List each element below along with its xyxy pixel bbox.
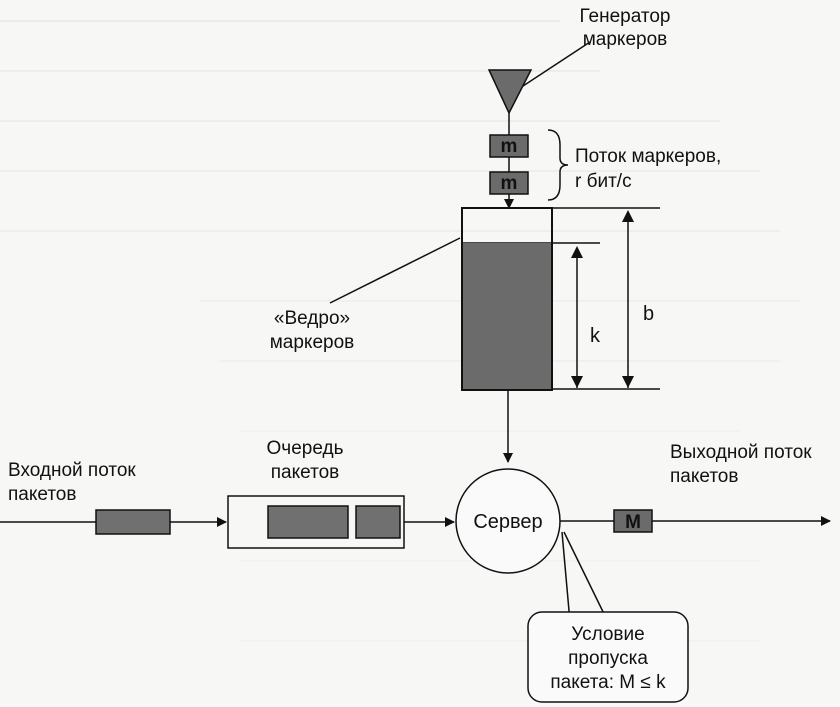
queue-label-line2: пакетов: [271, 462, 339, 483]
b-arrow-up: [622, 210, 634, 222]
input-stream-label-line1: Входной поток: [8, 460, 136, 481]
k-label: k: [590, 325, 601, 347]
queue-label-line1: Очередь: [267, 438, 344, 459]
condition-callout-box: [527, 611, 689, 703]
output-stream-label-line2: пакетов: [670, 466, 738, 487]
queued-packet: [267, 505, 349, 539]
output-packet-label: M: [625, 512, 641, 533]
bucket-leader-line: [329, 237, 461, 304]
token-stream-label-line1: Поток маркеров,: [575, 146, 721, 167]
server-label: Сервер: [473, 511, 542, 533]
condition-callout-pointer: [561, 531, 609, 623]
condition-label-line1: Условие: [571, 624, 644, 645]
b-label: b: [643, 303, 654, 325]
condition-label-line2: пропуска: [568, 648, 648, 669]
token-marker-label: m: [501, 136, 518, 157]
bucket-label-line1: «Ведро»: [274, 308, 350, 329]
bucket-tokens-fill: [463, 243, 551, 389]
queued-packet: [355, 505, 401, 539]
token-stream-label-line2: r бит/с: [575, 171, 632, 192]
condition-label-line3: пакета: M ≤ k: [550, 672, 666, 693]
token-bucket: [461, 207, 553, 391]
k-arrow-down: [571, 376, 583, 388]
bucket-label-line2: маркеров: [270, 332, 355, 353]
b-arrow-down: [622, 376, 634, 388]
token-marker-label: m: [501, 173, 518, 194]
generator-label-line2: маркеров: [583, 29, 668, 50]
k-arrow-up: [571, 246, 583, 258]
output-stream-label-line1: Выходной поток: [670, 442, 812, 463]
generator-leader-line: [519, 41, 591, 89]
input-stream-label-line2: пакетов: [8, 484, 76, 505]
token-generator-icon: [487, 69, 533, 115]
generator-label-line1: Генератор: [580, 6, 671, 27]
token-stream-brace: [547, 129, 569, 201]
input-packet: [95, 509, 171, 535]
